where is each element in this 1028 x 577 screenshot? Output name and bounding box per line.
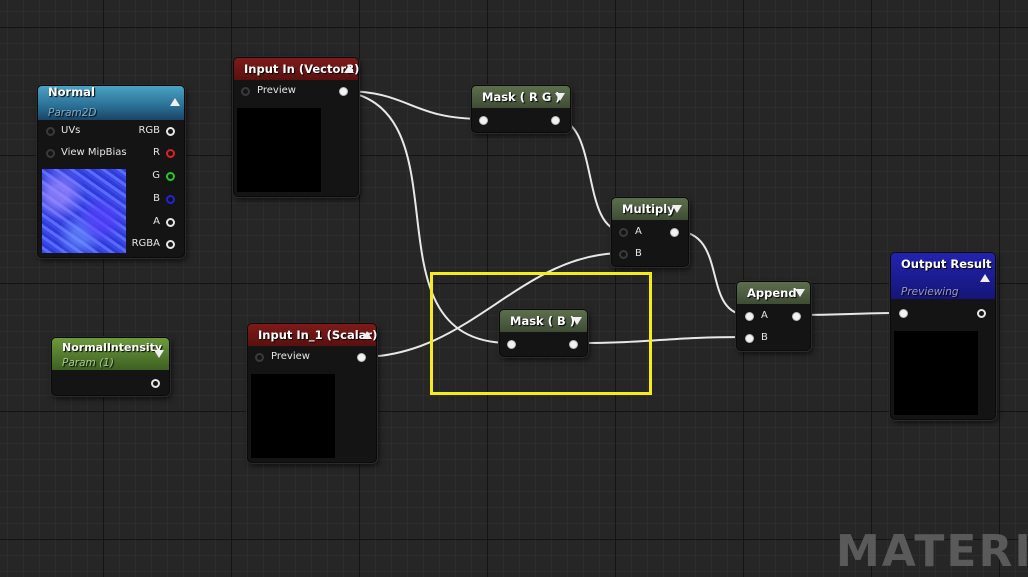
output-pin-a[interactable] (166, 218, 175, 227)
output-label-rgba: RGBA (131, 238, 160, 249)
input-pin-b[interactable] (745, 334, 754, 343)
watermark-text: MATERI (836, 526, 1028, 577)
input-label-b: B (761, 332, 768, 343)
output-pin-r[interactable] (166, 149, 175, 158)
node-subtitle: Param (1) (62, 357, 114, 369)
collapse-arrow-icon[interactable] (170, 98, 180, 106)
input-pin-uvs[interactable] (46, 127, 55, 136)
output-pin[interactable] (551, 116, 560, 125)
preview-image (894, 331, 978, 415)
expand-arrow-icon[interactable] (672, 205, 682, 213)
wire-vec3-to-mask-rg (342, 90, 484, 120)
input-pin-view-mipbias[interactable] (46, 149, 55, 158)
output-pin-rgba[interactable] (166, 240, 175, 249)
texture-thumbnail (42, 169, 126, 253)
input-pin[interactable] (479, 116, 488, 125)
input-pin-a[interactable] (745, 312, 754, 321)
input-label-a: A (635, 226, 642, 237)
input-label-view-mipbias: View MipBias (61, 147, 127, 158)
node-header[interactable]: Mask ( R G ) (472, 86, 570, 108)
node-header[interactable]: Input In (Vector3) (234, 58, 360, 80)
output-pin[interactable] (339, 87, 348, 96)
output-pin[interactable] (151, 379, 160, 388)
output-pin-g[interactable] (166, 172, 175, 181)
selection-highlight-box (430, 272, 652, 395)
preview-label: Preview (257, 85, 296, 96)
output-pin-rgb[interactable] (166, 127, 175, 136)
collapse-arrow-icon[interactable] (344, 65, 354, 73)
node-header[interactable]: Append (737, 282, 810, 304)
node-title: NormalIntensity (62, 341, 163, 354)
output-pin[interactable] (357, 353, 366, 362)
input-label-b: B (635, 248, 642, 259)
node-title: Multiply (622, 202, 675, 216)
output-pin[interactable] (670, 228, 679, 237)
preview-image (237, 108, 321, 192)
collapse-arrow-icon[interactable] (980, 274, 990, 282)
node-header[interactable]: Output Result Previewing (891, 253, 995, 299)
input-pin-a[interactable] (619, 228, 628, 237)
expand-arrow-icon[interactable] (154, 350, 164, 358)
preview-label: Preview (271, 351, 310, 362)
preview-image (251, 374, 335, 458)
expand-arrow-icon[interactable] (555, 93, 565, 101)
node-append[interactable]: Append A B (736, 281, 811, 351)
node-header[interactable]: Normal Param2D (38, 85, 184, 120)
node-header[interactable]: Input In_1 (Scalar) (248, 324, 378, 346)
node-title: Output Result (901, 257, 992, 271)
output-label-rgb: RGB (138, 125, 160, 136)
input-pin[interactable] (899, 309, 908, 318)
output-label-r: R (153, 147, 160, 158)
node-output-result[interactable]: Output Result Previewing (890, 252, 996, 420)
input-label-a: A (761, 310, 768, 321)
input-label-uvs: UVs (61, 125, 81, 136)
output-label-g: G (152, 170, 160, 181)
node-normal-intensity[interactable]: NormalIntensity Param (1) (51, 337, 170, 396)
output-pin-b[interactable] (166, 195, 175, 204)
node-normal-param2d[interactable]: Normal Param2D UVs View MipBias RGB R G … (37, 85, 185, 258)
node-input-vector3[interactable]: Input In (Vector3) Preview (233, 57, 359, 197)
node-title: Input In_1 (Scalar) (258, 328, 378, 342)
output-pin[interactable] (977, 309, 986, 318)
node-title: Mask ( R G ) (482, 90, 561, 104)
wire-append-to-output (794, 312, 903, 316)
output-label-a: A (153, 216, 160, 227)
node-subtitle: Param2D (48, 107, 97, 119)
node-input-scalar[interactable]: Input In_1 (Scalar) Preview (247, 323, 377, 463)
collapse-arrow-icon[interactable] (362, 331, 372, 339)
node-title: Normal (48, 85, 95, 99)
input-pin-b[interactable] (619, 250, 628, 259)
node-header[interactable]: Multiply (612, 198, 688, 220)
node-mask-rg[interactable]: Mask ( R G ) (471, 85, 571, 133)
input-pin-preview[interactable] (241, 87, 250, 96)
node-title: Append (747, 286, 797, 300)
output-label-b: B (153, 193, 160, 204)
node-header[interactable]: NormalIntensity Param (1) (52, 338, 169, 370)
node-subtitle: Previewing (901, 286, 959, 298)
output-pin[interactable] (792, 312, 801, 321)
input-pin-preview[interactable] (255, 353, 264, 362)
node-title: Input In (Vector3) (244, 62, 360, 76)
node-multiply[interactable]: Multiply A B (611, 197, 689, 267)
expand-arrow-icon[interactable] (795, 289, 805, 297)
